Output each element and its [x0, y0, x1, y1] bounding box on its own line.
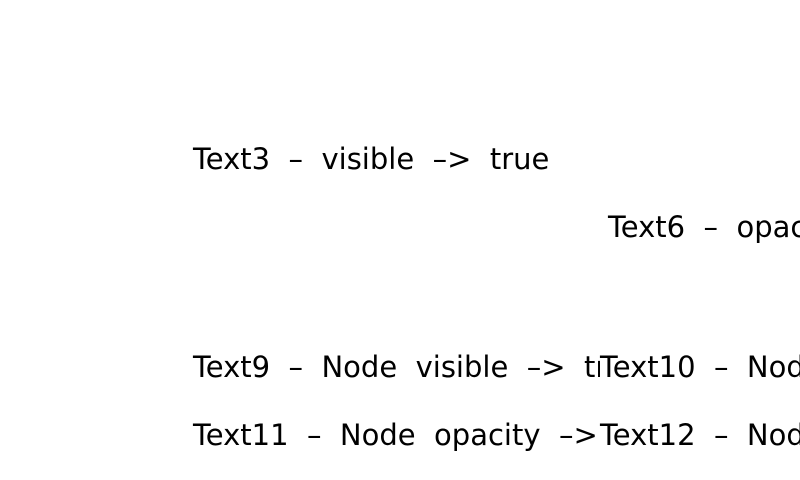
text-label-text9: Text9 – Node visible –> true	[193, 350, 644, 384]
text-label-text12: Text12 – Node	[600, 421, 800, 450]
text-label-text3: Text3 – visible –> true	[193, 142, 550, 176]
text-label-text11: Text11 – Node opacity –> 0	[193, 418, 635, 452]
text-label-text10: Text10 – Node	[600, 353, 800, 382]
text-label-text6: Text6 – opacity	[608, 213, 800, 242]
